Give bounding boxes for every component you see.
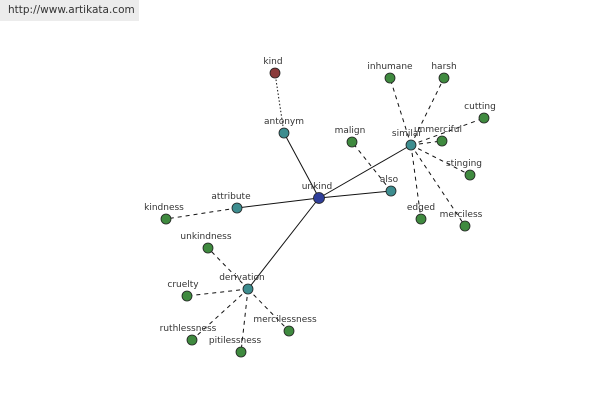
word-ruthlessness-label[interactable]: ruthlessness	[160, 324, 217, 334]
word-unmerciful-label[interactable]: unmerciful	[414, 125, 462, 135]
relation-also-node[interactable]	[385, 185, 397, 197]
word-stinging-label[interactable]: stinging	[446, 159, 482, 169]
edge-unkind-attribute	[236, 197, 320, 209]
word-stinging-node[interactable]	[464, 169, 476, 181]
word-harsh-node[interactable]	[438, 72, 450, 84]
site-url-banner[interactable]: http://www.artikata.com	[0, 0, 139, 21]
word-unkindness-label[interactable]: unkindness	[180, 232, 231, 242]
relation-similar-node[interactable]	[405, 139, 417, 151]
edge-similar-cutting	[410, 117, 485, 146]
word-harsh-label[interactable]: harsh	[431, 62, 456, 72]
word-cutting-label[interactable]: cutting	[464, 102, 496, 112]
edge-attribute-kindness	[165, 207, 238, 220]
word-edged-label[interactable]: edged	[407, 203, 435, 213]
edge-similar-stinging	[410, 144, 471, 176]
relation-attribute-node[interactable]	[231, 202, 243, 214]
word-kindness-node[interactable]	[160, 213, 172, 225]
edge-unkind-derivation	[247, 197, 320, 290]
word-kind-node[interactable]	[269, 67, 281, 79]
word-inhumane-label[interactable]: inhumane	[367, 62, 413, 72]
word-ruthlessness-node[interactable]	[186, 334, 198, 346]
word-cruelty-label[interactable]: cruelty	[167, 280, 199, 290]
relation-also-label[interactable]: also	[380, 175, 399, 185]
word-merciless-node[interactable]	[459, 220, 471, 232]
relation-attribute-label[interactable]: attribute	[211, 192, 251, 202]
edge-unkind-antonym	[283, 132, 320, 199]
relation-similar-label[interactable]: similar	[392, 129, 422, 139]
edge-also-malign	[351, 141, 392, 192]
word-edged-node[interactable]	[415, 213, 427, 225]
word-malign-node[interactable]	[346, 136, 358, 148]
relation-antonym-node[interactable]	[278, 127, 290, 139]
edge-derivation-cruelty	[186, 288, 249, 297]
word-mercilessness-node[interactable]	[283, 325, 295, 337]
word-pitilessness-node[interactable]	[235, 346, 247, 358]
edge-unkind-also	[318, 190, 392, 199]
word-unmerciful-node[interactable]	[436, 135, 448, 147]
word-unkind-label[interactable]: unkind	[302, 182, 333, 192]
nodes-layer	[160, 67, 490, 358]
word-mercilessness-label[interactable]: mercilessness	[253, 315, 317, 325]
edge-derivation-pitilessness	[240, 288, 249, 353]
word-malign-label[interactable]: malign	[335, 126, 366, 136]
relation-derivation-node[interactable]	[242, 283, 254, 295]
word-kindness-label[interactable]: kindness	[144, 203, 184, 213]
relation-derivation-label[interactable]: derivation	[219, 273, 265, 283]
edge-derivation-mercilessness	[247, 288, 290, 332]
word-inhumane-node[interactable]	[384, 72, 396, 84]
word-cruelty-node[interactable]	[181, 290, 193, 302]
edge-similar-merciless	[410, 144, 466, 227]
word-pitilessness-label[interactable]: pitilessness	[209, 336, 262, 346]
relation-antonym-label[interactable]: antonym	[264, 117, 304, 127]
word-unkindness-node[interactable]	[202, 242, 214, 254]
word-kind-label[interactable]: kind	[263, 57, 282, 67]
edge-unkind-similar	[318, 144, 412, 199]
word-cutting-node[interactable]	[478, 112, 490, 124]
edge-derivation-unkindness	[207, 247, 249, 290]
edges-layer	[165, 72, 485, 353]
word-merciless-label[interactable]: merciless	[440, 210, 483, 220]
word-unkind-node[interactable]	[313, 192, 325, 204]
edge-similar-inhumane	[389, 77, 412, 146]
labels-layer: unkind antonym attribute similar also derivat…	[144, 57, 496, 346]
